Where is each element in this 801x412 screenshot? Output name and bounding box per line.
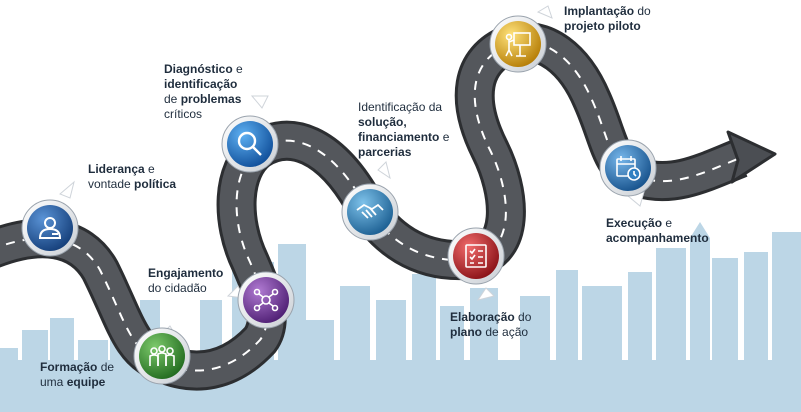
milestone-engajamento	[237, 271, 295, 329]
label-fragment: parcerias	[358, 145, 412, 159]
step-label-elaboracao: Elaboração do plano de ação	[450, 310, 550, 340]
checklist-icon	[465, 244, 487, 268]
label-fragment: financiamento	[358, 130, 440, 144]
step-label-engajamento: Engajamento do cidadão	[148, 266, 232, 296]
milestone-diagnostico	[221, 115, 279, 173]
label-fragment: e	[662, 216, 673, 230]
handshake-icon	[356, 203, 384, 219]
label-fragment: e	[439, 130, 450, 144]
label-fragment: e	[232, 62, 243, 76]
label-fragment: política	[134, 177, 177, 191]
label-fragment: Elaboração	[450, 310, 515, 324]
label-fragment: do	[634, 4, 651, 18]
label-fragment: Engajamento	[148, 266, 224, 280]
label-fragment: Implantação	[564, 4, 635, 18]
label-fragment: do cidadão	[148, 281, 207, 295]
milestone-execucao	[599, 139, 657, 197]
milestone-elaboracao	[447, 227, 505, 285]
label-fragment: Formação	[40, 360, 98, 374]
label-fragment: Diagnóstico	[164, 62, 233, 76]
calendar-icon	[616, 156, 641, 181]
label-fragment: de uma	[40, 360, 115, 389]
label-fragment: Execução	[606, 216, 663, 230]
leader-icon	[38, 217, 62, 239]
step-label-formacao: Formação de uma equipe	[40, 360, 135, 390]
team-icon	[149, 345, 175, 366]
step-label-diagnostico: Diagnóstico e identificação de problemas…	[164, 62, 248, 122]
magnifier-icon	[237, 131, 262, 156]
step-label-execucao: Execução e acompanhamento	[606, 216, 716, 246]
milestone-lideranca	[21, 199, 79, 257]
label-fragment: plano	[450, 325, 482, 339]
road-arrowhead	[726, 130, 777, 184]
label-fragment: de	[164, 92, 181, 106]
label-fragment: projeto piloto	[564, 19, 641, 33]
label-fragment: Identificação da	[358, 100, 443, 114]
milestones	[21, 15, 657, 385]
network-icon	[253, 288, 279, 312]
label-fragment: problemas	[180, 92, 242, 106]
label-fragment: identificação	[164, 77, 238, 91]
step-label-lideranca: Liderança e vontade política	[88, 162, 178, 192]
milestone-formacao	[133, 327, 191, 385]
step-label-identificacao: Identificação da solução, financiamento …	[358, 100, 450, 160]
label-fragment: do	[514, 310, 532, 324]
step-label-implantacao: Implantação do projeto piloto	[564, 4, 674, 34]
label-fragment: e vontade	[88, 162, 155, 191]
label-fragment: equipe	[66, 375, 106, 389]
label-fragment: Liderança	[88, 162, 145, 176]
label-fragment: acompanhamento	[606, 231, 709, 245]
label-fragment: de ação	[482, 325, 529, 339]
milestone-identificacao	[341, 183, 399, 241]
callout-pointers	[59, 5, 645, 337]
milestone-implantacao	[489, 15, 547, 73]
label-fragment: críticos	[164, 107, 203, 121]
label-fragment: solução,	[358, 115, 407, 129]
presentation-icon	[505, 32, 531, 57]
